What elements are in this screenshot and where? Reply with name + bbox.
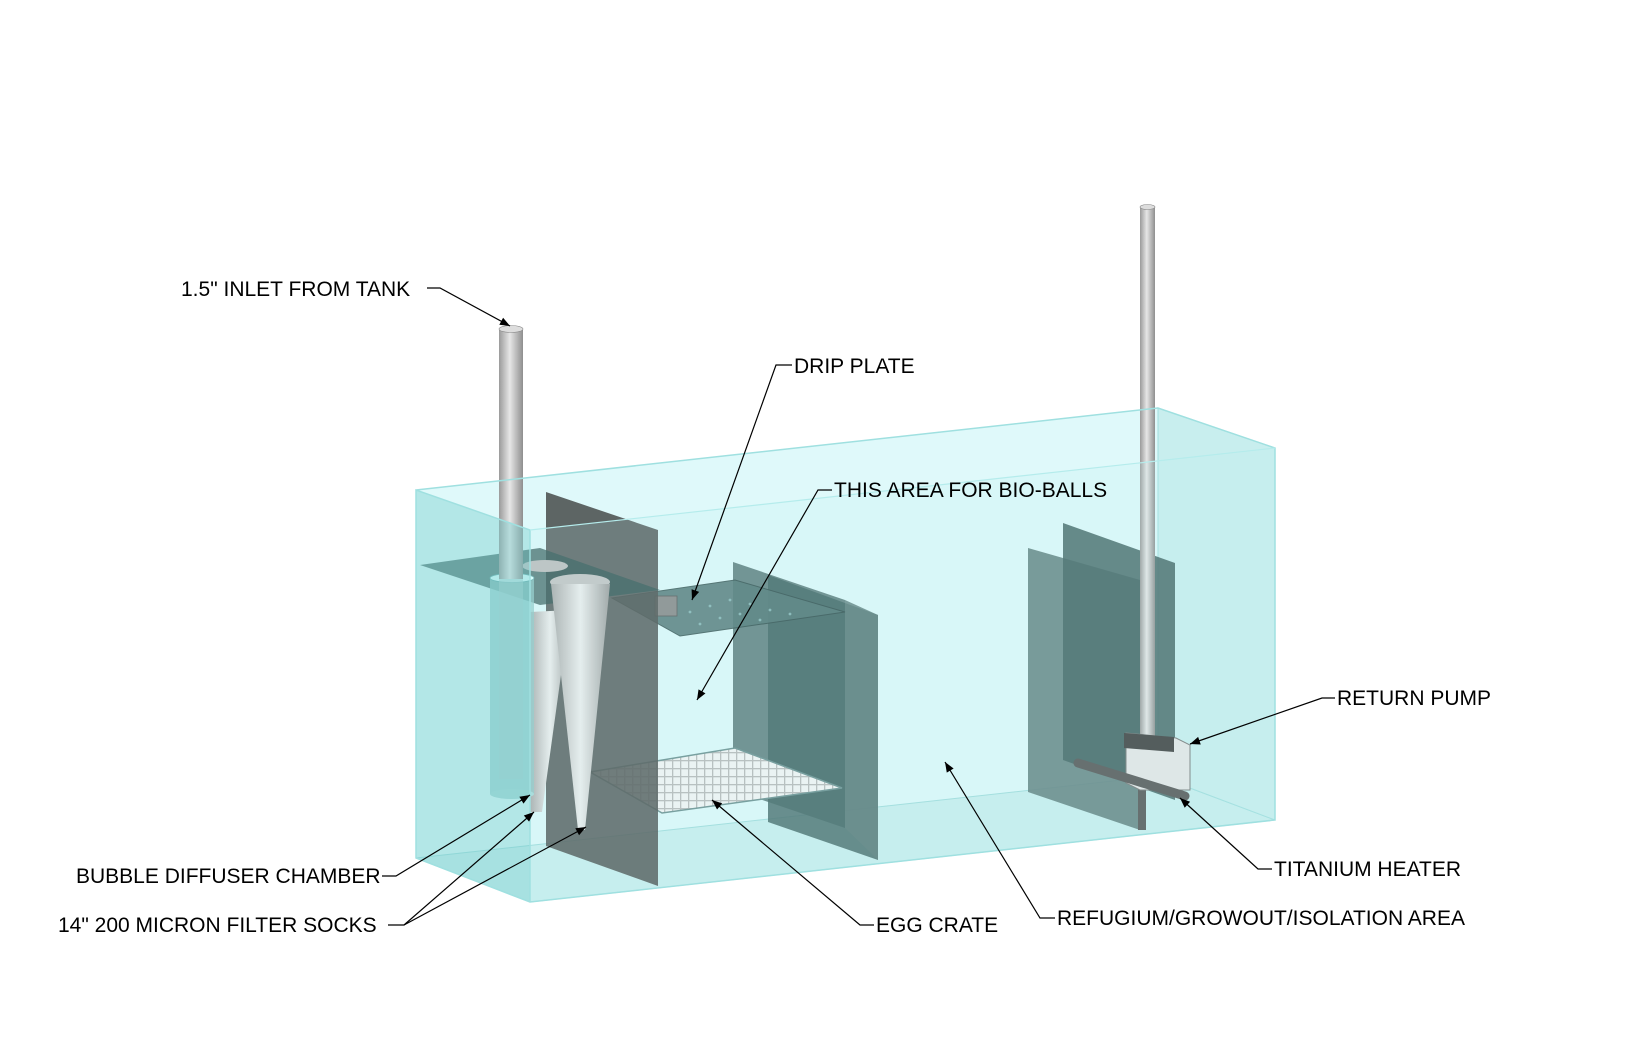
label-bio-balls: THIS AREA FOR BIO-BALLS: [834, 479, 1107, 502]
label-return-pump: RETURN PUMP: [1337, 687, 1491, 710]
tank-front-top-edge: [529, 447, 1276, 531]
label-bubble-diffuser: BUBBLE DIFFUSER CHAMBER: [76, 865, 381, 888]
tank-front-wall: [530, 448, 1275, 902]
inlet-pipe: [499, 329, 523, 579]
leader-drip-plate: [691, 364, 792, 601]
label-egg-crate: EGG CRATE: [876, 914, 998, 937]
filter-sock-2: [551, 584, 610, 830]
label-refugium: REFUGIUM/GROWOUT/ISOLATION AREA: [1057, 907, 1465, 930]
inlet-pipe-submerged: [499, 579, 523, 779]
drip-plate-holes: [688, 598, 792, 626]
label-titanium-heater: TITANIUM HEATER: [1274, 858, 1461, 881]
leader-bio-balls: [696, 489, 832, 701]
tank-edges: [415, 407, 1276, 903]
label-filter-socks: 14" 200 MICRON FILTER SOCKS: [58, 914, 377, 937]
pump-bracket: [1124, 733, 1174, 752]
titanium-heater: [1073, 758, 1190, 801]
label-drip-plate: DRIP PLATE: [794, 355, 915, 378]
leader-heater: [1179, 797, 1272, 870]
leader-sock-2: [403, 826, 587, 926]
return-pipe: [1140, 207, 1155, 742]
leader-refugium: [944, 761, 1055, 919]
middle-baffle-edge: [845, 600, 878, 860]
sock-hole-rear: [522, 560, 568, 572]
leader-inlet: [427, 287, 511, 327]
inlet-pipe-top: [498, 325, 524, 333]
leader-return-pump: [1189, 697, 1335, 745]
return-pipe-top: [1139, 204, 1156, 210]
tank-left-wall: [416, 490, 530, 902]
leader-bubble-diffuser: [382, 794, 531, 877]
leader-egg-crate: [711, 799, 874, 926]
label-inlet: 1.5" INLET FROM TANK: [181, 278, 410, 301]
